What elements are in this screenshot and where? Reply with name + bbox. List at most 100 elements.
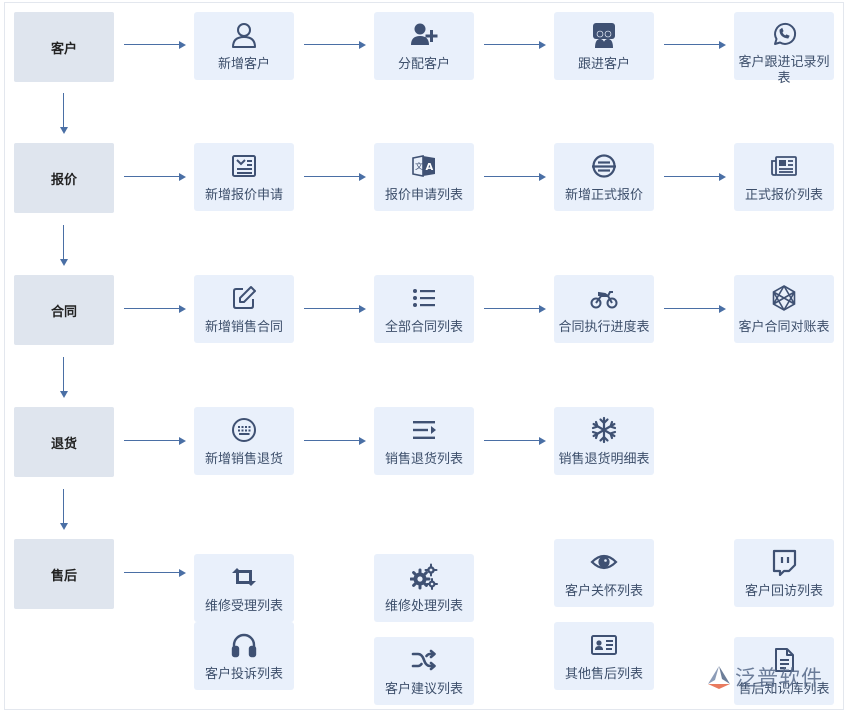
node-new-sales-contract[interactable]: 新增销售合同 bbox=[194, 275, 294, 343]
motorcycle-icon bbox=[589, 283, 619, 313]
node-all-contracts[interactable]: 全部合同列表 bbox=[374, 275, 474, 343]
stage-contract[interactable]: 合同 bbox=[14, 275, 114, 345]
arrow-right bbox=[124, 568, 186, 578]
node-aftersale-knowledge-list[interactable]: 售后知识库列表 bbox=[734, 637, 834, 705]
node-assign-customer[interactable]: 分配客户 bbox=[374, 12, 474, 80]
stage-aftersale[interactable]: 售后 bbox=[14, 539, 114, 609]
node-followup-records[interactable]: 客户跟进记录列表 bbox=[734, 12, 834, 85]
arrow-down bbox=[59, 93, 69, 135]
arrow-down bbox=[59, 225, 69, 267]
node-label: 合同执行进度表 bbox=[558, 319, 650, 334]
node-new-formal-quote[interactable]: 新增正式报价 bbox=[554, 143, 654, 211]
list-icon bbox=[409, 283, 439, 313]
arrow-right bbox=[484, 172, 546, 182]
arrow-down bbox=[59, 357, 69, 399]
arrow-right bbox=[304, 172, 366, 182]
id-card-icon bbox=[589, 630, 619, 660]
node-complaint-list[interactable]: 客户投诉列表 bbox=[194, 622, 294, 690]
node-label: 客户建议列表 bbox=[384, 681, 463, 696]
shuffle-icon bbox=[409, 645, 439, 675]
globe-list-icon bbox=[589, 151, 619, 181]
watermark-text: 泛普软件 bbox=[735, 667, 823, 690]
node-label: 跟进客户 bbox=[577, 56, 630, 71]
node-label: 维修受理列表 bbox=[204, 598, 283, 613]
node-label: 销售退货明细表 bbox=[558, 451, 650, 466]
node-label: 新增销售合同 bbox=[204, 319, 283, 334]
hexagon-web-icon bbox=[769, 283, 799, 313]
arrow-right bbox=[124, 40, 186, 50]
arrow-right bbox=[664, 304, 726, 314]
arrow-down bbox=[59, 489, 69, 531]
stage-customer[interactable]: 客户 bbox=[14, 12, 114, 82]
node-label: 客户关怀列表 bbox=[564, 583, 643, 598]
node-label: 全部合同列表 bbox=[384, 319, 463, 334]
snowflake-icon bbox=[589, 415, 619, 445]
node-label: 新增报价申请 bbox=[204, 187, 283, 202]
arrow-right bbox=[124, 436, 186, 446]
arrow-right bbox=[484, 436, 546, 446]
arrow-right bbox=[124, 172, 186, 182]
node-label: 报价申请列表 bbox=[384, 187, 463, 202]
node-label: 分配客户 bbox=[397, 56, 450, 71]
node-new-quote-request[interactable]: 新增报价申请 bbox=[194, 143, 294, 211]
indent-icon bbox=[409, 415, 439, 445]
node-label: 客户投诉列表 bbox=[204, 666, 283, 681]
arrow-right bbox=[664, 40, 726, 50]
node-label: 其他售后列表 bbox=[564, 666, 643, 681]
node-label: 客户合同对账表 bbox=[738, 319, 830, 334]
node-customer-care-list[interactable]: 客户关怀列表 bbox=[554, 539, 654, 607]
watermark: 泛普软件 bbox=[706, 662, 823, 692]
node-label: 新增客户 bbox=[217, 56, 270, 71]
document-icon bbox=[769, 645, 799, 675]
watermark-logo-icon bbox=[708, 666, 730, 689]
node-new-customer[interactable]: 新增客户 bbox=[194, 12, 294, 80]
arrow-right bbox=[124, 304, 186, 314]
arrow-right bbox=[304, 436, 366, 446]
node-contract-progress[interactable]: 合同执行进度表 bbox=[554, 275, 654, 343]
node-other-aftersale-list[interactable]: 其他售后列表 bbox=[554, 622, 654, 690]
node-follow-customer[interactable]: 跟进客户 bbox=[554, 12, 654, 80]
node-label: 客户跟进记录列表 bbox=[738, 54, 830, 85]
whatsapp-icon bbox=[769, 20, 799, 48]
stage-quote[interactable]: 报价 bbox=[14, 143, 114, 213]
node-repair-handle-list[interactable]: 维修处理列表 bbox=[374, 554, 474, 622]
node-repair-accept-list[interactable]: 维修受理列表 bbox=[194, 554, 294, 622]
node-label: 客户回访列表 bbox=[744, 583, 823, 598]
users-board-icon bbox=[589, 20, 619, 50]
user-icon bbox=[229, 20, 259, 50]
eye-icon bbox=[589, 547, 619, 577]
headphones-icon bbox=[229, 630, 259, 660]
node-sales-return-list[interactable]: 销售退货列表 bbox=[374, 407, 474, 475]
svg-text:文: 文 bbox=[415, 161, 423, 171]
node-label: 正式报价列表 bbox=[744, 187, 823, 202]
add-user-icon bbox=[409, 20, 439, 50]
cogs-icon bbox=[409, 562, 439, 592]
twitch-icon bbox=[769, 547, 799, 577]
edit-icon bbox=[229, 283, 259, 313]
retweet-icon bbox=[229, 562, 259, 592]
arrow-right bbox=[484, 40, 546, 50]
stage-return[interactable]: 退货 bbox=[14, 407, 114, 477]
node-label: 维修处理列表 bbox=[384, 598, 463, 613]
arrow-right bbox=[484, 304, 546, 314]
node-label: 销售退货列表 bbox=[384, 451, 463, 466]
diagram-frame bbox=[4, 2, 844, 710]
node-sales-return-detail[interactable]: 销售退货明细表 bbox=[554, 407, 654, 475]
newsletter-icon bbox=[229, 151, 259, 181]
svg-text:A: A bbox=[426, 162, 434, 173]
node-label: 售后知识库列表 bbox=[738, 681, 830, 696]
node-formal-quote-list[interactable]: 正式报价列表 bbox=[734, 143, 834, 211]
newspaper-icon bbox=[769, 151, 799, 181]
node-new-sales-return[interactable]: 新增销售退货 bbox=[194, 407, 294, 475]
arrow-right bbox=[664, 172, 726, 182]
keyboard-circle-icon bbox=[229, 415, 259, 445]
node-customer-revisit-list[interactable]: 客户回访列表 bbox=[734, 539, 834, 607]
arrow-right bbox=[304, 304, 366, 314]
node-suggestion-list[interactable]: 客户建议列表 bbox=[374, 637, 474, 705]
node-label: 新增销售退货 bbox=[204, 451, 283, 466]
node-label: 新增正式报价 bbox=[564, 187, 643, 202]
arrow-right bbox=[304, 40, 366, 50]
node-contract-reconciliation[interactable]: 客户合同对账表 bbox=[734, 275, 834, 343]
